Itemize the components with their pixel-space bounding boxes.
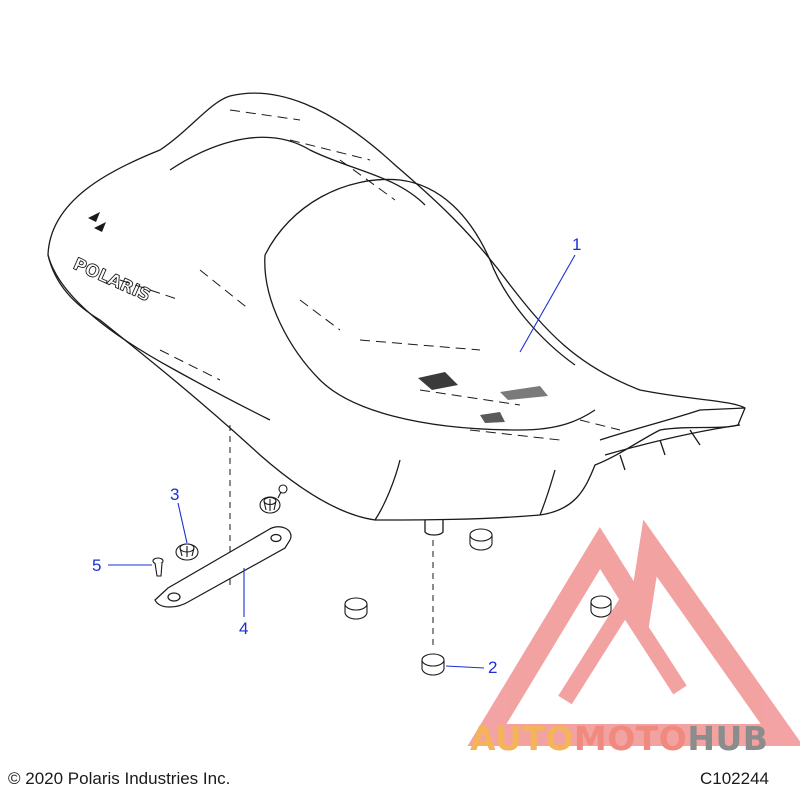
rubber-bumpers <box>344 528 612 676</box>
svg-text:AUTOMOTOHUB: AUTOMOTOHUB <box>470 719 768 758</box>
seat-front-post <box>424 520 444 536</box>
mounting-bracket <box>154 526 292 608</box>
bumper <box>469 528 493 551</box>
bumper <box>344 597 368 620</box>
seat-side-contour <box>264 254 596 431</box>
leader-lines <box>108 254 576 669</box>
seat-rear-ridge <box>169 136 426 206</box>
seat-logo-text: POLARIS <box>70 254 154 306</box>
seat-tail <box>599 407 746 471</box>
bumper <box>590 595 612 618</box>
polaris-badge-icon <box>88 212 106 232</box>
grommet-nut-upper <box>259 484 288 514</box>
seat-outline <box>47 92 746 521</box>
screw <box>152 557 164 577</box>
copyright-notice: © 2020 Polaris Industries Inc. <box>8 769 231 788</box>
seat-front-edge <box>47 254 271 421</box>
callout-5: 5 <box>92 556 102 575</box>
seat-rider-dish <box>264 178 576 366</box>
diagram-id: C102244 <box>700 769 770 788</box>
watermark-logo-icon <box>467 519 800 746</box>
seat-bottom-edge <box>374 459 556 521</box>
grommet-nut <box>175 543 199 561</box>
polaris-logo: POLARIS <box>70 254 154 307</box>
callout-1: 1 <box>572 235 582 254</box>
watermark-auto: AUTO <box>470 719 574 758</box>
seat-assembly: POLARIS <box>47 92 746 536</box>
watermark-moto: MOTO <box>574 719 687 758</box>
watermark-hub: HUB <box>687 719 768 758</box>
bumper <box>421 653 445 676</box>
callout-4: 4 <box>239 619 249 638</box>
watermark-text: AUTOMOTOHUB <box>470 719 768 758</box>
callout-3: 3 <box>170 485 180 504</box>
callout-2: 2 <box>488 658 498 677</box>
